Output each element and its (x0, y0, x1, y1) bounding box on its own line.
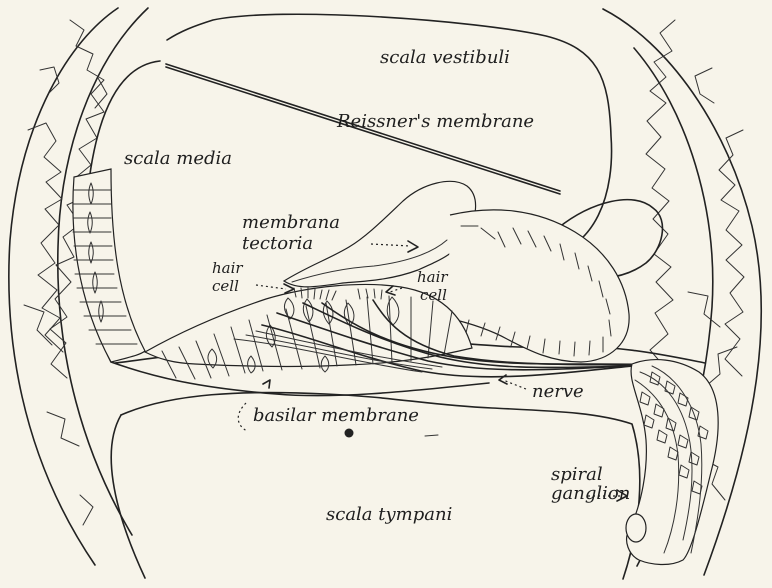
label-membrana-tectoria-line1: membrana (242, 214, 340, 232)
label-hair-cell-left-line2: cell (212, 279, 239, 294)
label-spiral-ganglion-line2: ganglion (551, 485, 630, 503)
label-nerve: nerve (532, 383, 584, 401)
label-scala-vestibuli: scala vestibuli (380, 49, 510, 67)
label-hair-cell-left-line1: hair (212, 261, 243, 276)
label-spiral-ganglion-line1: spiral (551, 466, 603, 484)
label-basilar-membrane: basilar membrane (253, 407, 419, 425)
label-scala-media: scala media (124, 150, 232, 168)
label-scala-tympani: scala tympani (326, 506, 452, 524)
label-hair-cell-right-line1: hair (417, 270, 448, 285)
label-hair-cell-right-line2: cell (420, 288, 447, 303)
label-membrana-tectoria-line2: tectoria (242, 235, 313, 253)
label-reissners-membrane: Reissner's membrane (337, 113, 534, 131)
